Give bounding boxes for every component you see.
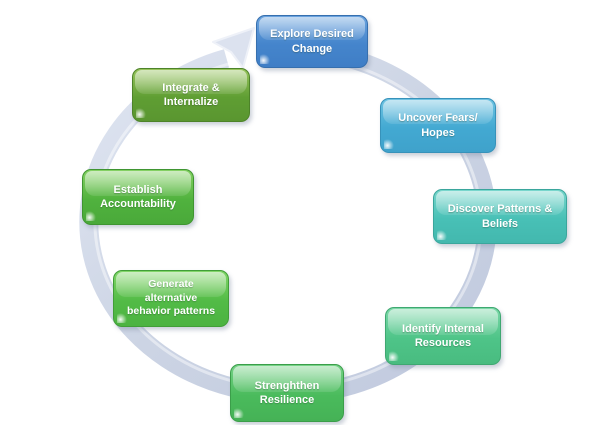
step-label: Generate alternative behavior patterns [126,278,216,318]
step-discover-patterns-beliefs: Discover Patterns & Beliefs [433,189,567,244]
step-label: Identify Internal Resources [402,322,484,349]
step-label: Strenghthen Resilience [254,379,320,406]
step-identify-internal-resources: Identify Internal Resources [385,307,501,365]
step-strenghthen-resilience: Strenghthen Resilience [230,364,344,422]
step-uncover-fears-hopes: Uncover Fears/ Hopes [380,98,496,153]
step-explore-desired-change: Explore Desired Change [256,15,368,68]
step-label: Integrate & Internalize [162,81,220,108]
step-label: Discover Patterns & Beliefs [447,203,553,230]
step-label: Uncover Fears/ Hopes [398,112,478,139]
step-establish-accountability: Establish Accountability [82,169,194,225]
step-integrate-internalize: Integrate & Internalize [132,68,250,122]
cycle-arrowhead-icon [212,27,255,69]
step-generate-alternative-behavior-patterns: Generate alternative behavior patterns [113,270,229,327]
step-label: Establish Accountability [100,183,176,210]
step-label: Explore Desired Change [270,28,354,55]
